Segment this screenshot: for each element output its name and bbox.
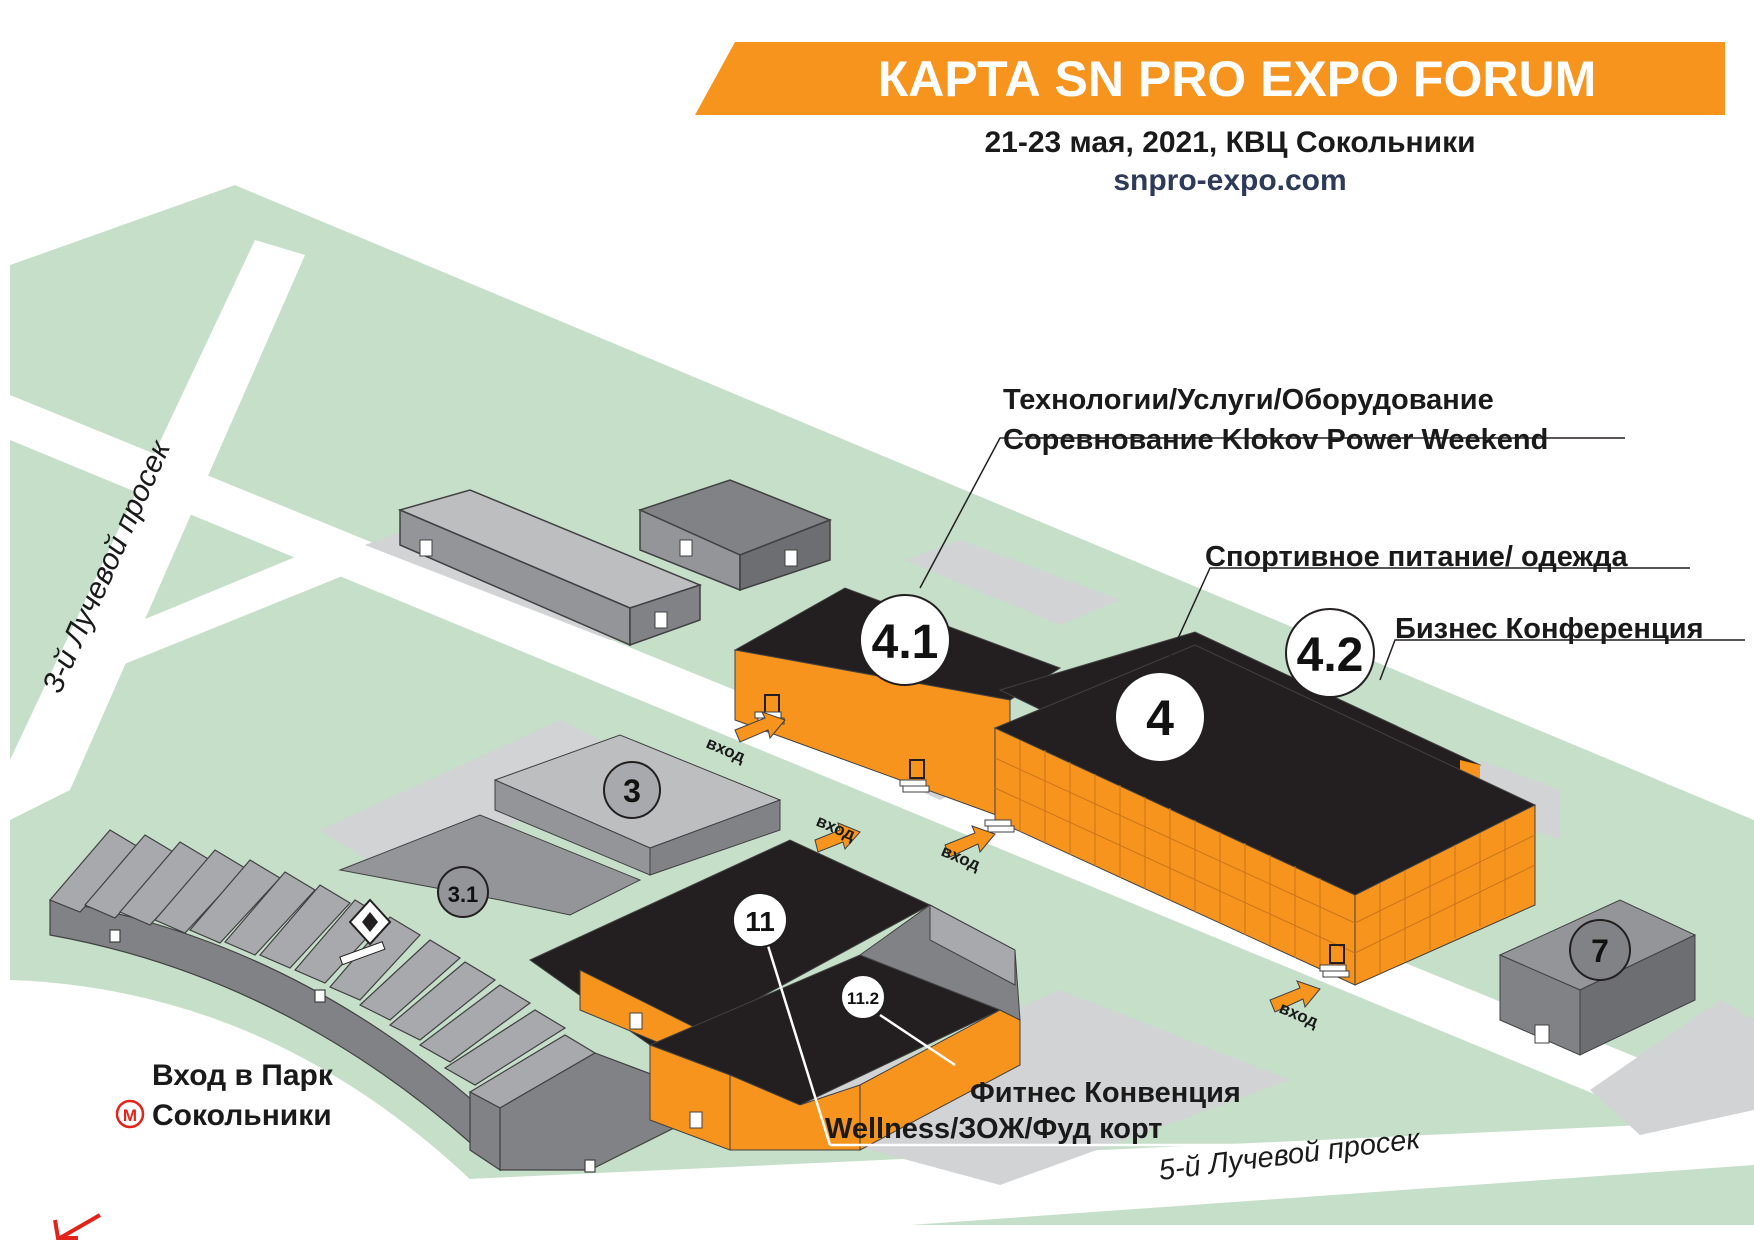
leader-lines bbox=[758, 437, 1745, 1147]
direction-arrow-icon bbox=[53, 1213, 101, 1240]
park-entrance: Вход в Парк M Сокольники bbox=[53, 1059, 334, 1240]
header-banner bbox=[695, 42, 1725, 115]
marker-3-1-label: 3.1 bbox=[448, 882, 479, 907]
entrance-arrows bbox=[734, 711, 1321, 1013]
marker-3-label: 3 bbox=[623, 773, 641, 809]
marker-3-1 bbox=[437, 866, 489, 918]
header-date-venue: 21-23 мая, 2021, КВЦ Сокольники bbox=[984, 126, 1475, 159]
marker-4-2 bbox=[1285, 608, 1375, 698]
marker-11-2-label: 11.2 bbox=[847, 989, 879, 1008]
park-line2: Сокольники bbox=[152, 1099, 332, 1132]
marker-7 bbox=[1569, 919, 1631, 981]
marker-11 bbox=[732, 892, 788, 948]
callout-sport: Спортивное питание/ одежда bbox=[1205, 541, 1628, 573]
header: КАРТА SN PRO EXPO FORUM 21-23 мая, 2021,… bbox=[695, 42, 1725, 197]
marker-4-2-label: 4.2 bbox=[1297, 629, 1364, 682]
marker-3 bbox=[603, 761, 661, 819]
pavilion-4-complex[interactable] bbox=[733, 587, 1537, 986]
header-title: КАРТА SN PRO EXPO FORUM bbox=[878, 51, 1596, 107]
pavilion-markers: 4.1 4 4.2 3 3.1 11 11.2 7 bbox=[437, 594, 1631, 1020]
callout-fitness: Фитнес Конвенция bbox=[970, 1077, 1241, 1109]
marker-7-label: 7 bbox=[1591, 933, 1609, 969]
header-website[interactable]: snpro-expo.com bbox=[1113, 164, 1346, 197]
marker-4-1-label: 4.1 bbox=[872, 616, 939, 669]
marker-11-label: 11 bbox=[745, 906, 775, 937]
callout-business: Бизнес Конференция bbox=[1395, 613, 1704, 645]
callout-wellness: Wellness/ЗОЖ/Фуд корт bbox=[825, 1113, 1162, 1145]
metro-icon: M bbox=[115, 1099, 145, 1129]
stadium-emblem-icon bbox=[339, 898, 392, 966]
park-line1: Вход в Парк bbox=[152, 1059, 334, 1092]
callout-tech: Технологии/Услуги/Оборудование bbox=[1003, 384, 1494, 416]
svg-text:M: M bbox=[123, 1106, 137, 1125]
pavilion-11[interactable] bbox=[529, 839, 1021, 1151]
warehouse-long bbox=[397, 489, 703, 647]
marker-4-label: 4 bbox=[1146, 690, 1174, 746]
callouts: Технологии/Услуги/Оборудование Соревнова… bbox=[825, 384, 1704, 1145]
callout-klokov: Соревнование Klokov Power Weekend bbox=[1003, 424, 1548, 456]
marker-11-2 bbox=[840, 974, 886, 1020]
warehouse-small bbox=[637, 479, 833, 592]
marker-4-1 bbox=[859, 594, 951, 686]
marker-4 bbox=[1114, 671, 1206, 763]
